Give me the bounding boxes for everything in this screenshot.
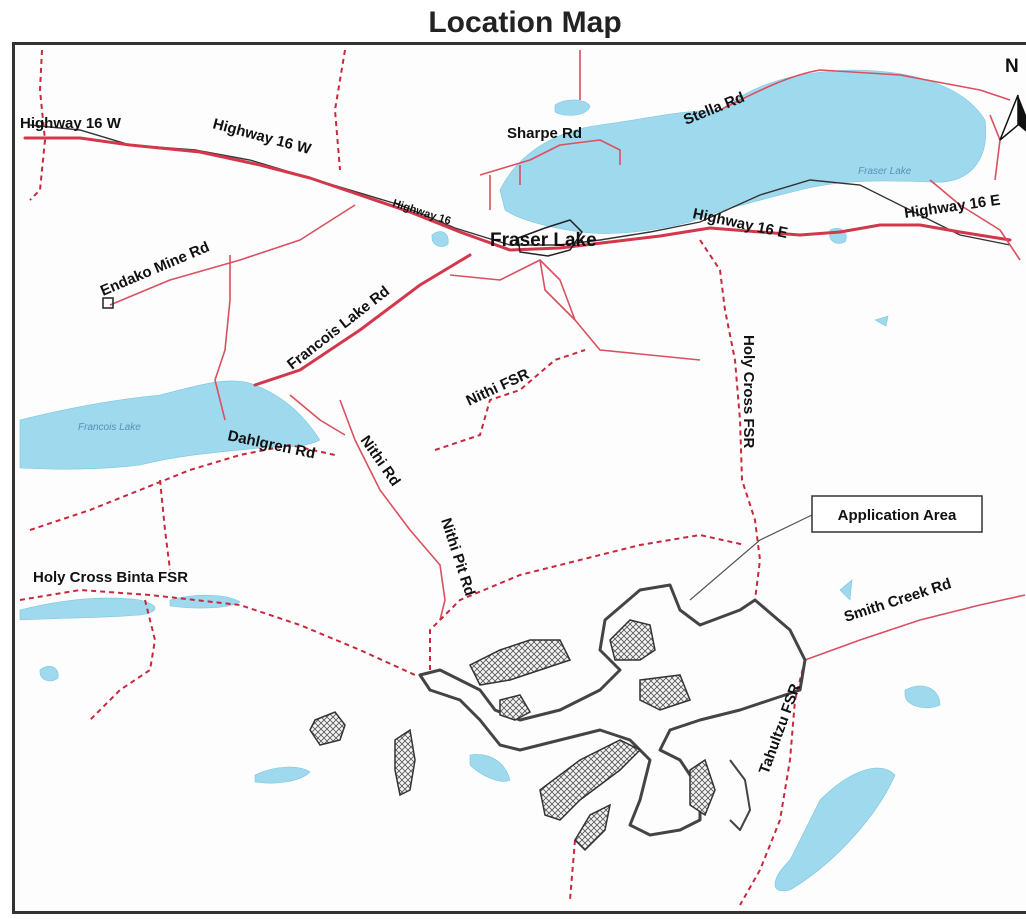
north-letter: N xyxy=(1005,56,1019,77)
highway-16-west xyxy=(23,136,842,252)
sharpe-rd-branch xyxy=(489,165,521,210)
lake-near-town xyxy=(431,231,449,247)
lake-south-1 xyxy=(254,766,311,784)
north-west-fsr xyxy=(29,49,47,201)
area-hatch-7 xyxy=(394,728,416,797)
lakes xyxy=(19,69,987,892)
area-hatch-6 xyxy=(309,711,346,746)
lake-east-1 xyxy=(904,685,941,709)
lake-southeast xyxy=(774,767,896,892)
label-fraser-lake-water: Fraser Lake xyxy=(858,166,912,177)
label-highway-16-e-a: Highway 16 E xyxy=(691,205,789,242)
area-hatch-3 xyxy=(639,674,691,711)
area-hatch-2 xyxy=(609,619,656,661)
roads xyxy=(109,50,1026,661)
highways xyxy=(23,136,1012,387)
dahlgren-dash xyxy=(29,443,336,531)
lake-south-2 xyxy=(469,754,511,782)
lake-sw-2 xyxy=(169,594,241,609)
label-highway-16-w-b: Highway 16 W xyxy=(211,115,314,158)
endako-branch xyxy=(214,255,231,421)
lake-small-3 xyxy=(874,315,889,327)
highway-16-east xyxy=(838,223,1012,242)
label-francois-lake-rd: Francois Lake Rd xyxy=(284,283,393,373)
label-highway-16-e-b: Highway 16 E xyxy=(903,192,1001,222)
fraser-lake-water xyxy=(499,69,987,234)
label-fraser-lake-town: Fraser Lake xyxy=(490,230,597,251)
label-holy-cross-binta-fsr: Holy Cross Binta FSR xyxy=(33,569,188,586)
east-road-2 xyxy=(989,114,1001,181)
lake-southwest-small xyxy=(39,666,59,682)
francois-lake-water xyxy=(19,380,321,470)
forest-service-roads xyxy=(19,49,806,906)
area-outline-east xyxy=(729,759,751,831)
label-nithi-rd: Nithi Rd xyxy=(357,433,404,490)
area-hatch-8 xyxy=(689,758,716,817)
area-hatch-9 xyxy=(499,694,532,721)
nithi-rd xyxy=(339,399,446,621)
application-area-boundary xyxy=(418,583,807,837)
callout-label: Application Area xyxy=(838,507,957,524)
fraser-lake-town-boundary xyxy=(517,219,583,257)
road-west-loop xyxy=(289,394,346,436)
road-mid xyxy=(449,259,701,361)
holy-cross-fsr xyxy=(699,239,762,601)
north-arrow-icon xyxy=(999,94,1019,141)
callout-box xyxy=(811,495,983,533)
sharpe-rd xyxy=(479,139,621,176)
label-sharpe-rd: Sharpe Rd xyxy=(507,125,582,142)
label-francois-lake-water: Francois Lake xyxy=(78,422,141,433)
stella-rd xyxy=(719,69,1011,111)
small-lake-north xyxy=(554,99,591,116)
south-central-fsr xyxy=(569,839,576,901)
callout-leader xyxy=(689,514,813,601)
road-mid-branch xyxy=(539,259,576,321)
lake-east-2 xyxy=(839,579,853,601)
north-arrow: N xyxy=(999,56,1026,141)
north-center-fsr xyxy=(333,49,346,171)
label-endako-mine-rd: Endako Mine Rd xyxy=(98,238,212,299)
application-area xyxy=(309,583,807,852)
map-frame: Application Area Highway 16 W Highway 16… xyxy=(12,42,1026,914)
label-smith-creek-rd: Smith Creek Rd xyxy=(842,575,953,626)
map-title: Location Map xyxy=(428,6,622,39)
dahlgren-south xyxy=(159,479,171,571)
endako-mine-marker xyxy=(102,297,114,309)
area-hatch-1 xyxy=(468,639,572,686)
label-highway-16-w-a: Highway 16 W xyxy=(20,115,122,132)
area-hatch-5 xyxy=(574,803,612,852)
east-road xyxy=(929,179,1021,261)
endako-mine-rd xyxy=(109,204,356,306)
smith-creek-rd xyxy=(804,594,1026,661)
north-arrow-half-icon xyxy=(1018,95,1026,132)
label-holy-cross-fsr: Holy Cross FSR xyxy=(740,335,757,449)
binta-south xyxy=(89,599,157,721)
lake-sw xyxy=(19,597,156,621)
south-fsr xyxy=(429,533,746,670)
francois-lake-rd xyxy=(253,253,472,387)
map-canvas: Application Area Highway 16 W Highway 16… xyxy=(19,49,1026,906)
label-highway-16: Highway 16 xyxy=(391,197,452,227)
area-hatch-4 xyxy=(539,739,642,821)
nithi-fsr xyxy=(434,349,586,451)
